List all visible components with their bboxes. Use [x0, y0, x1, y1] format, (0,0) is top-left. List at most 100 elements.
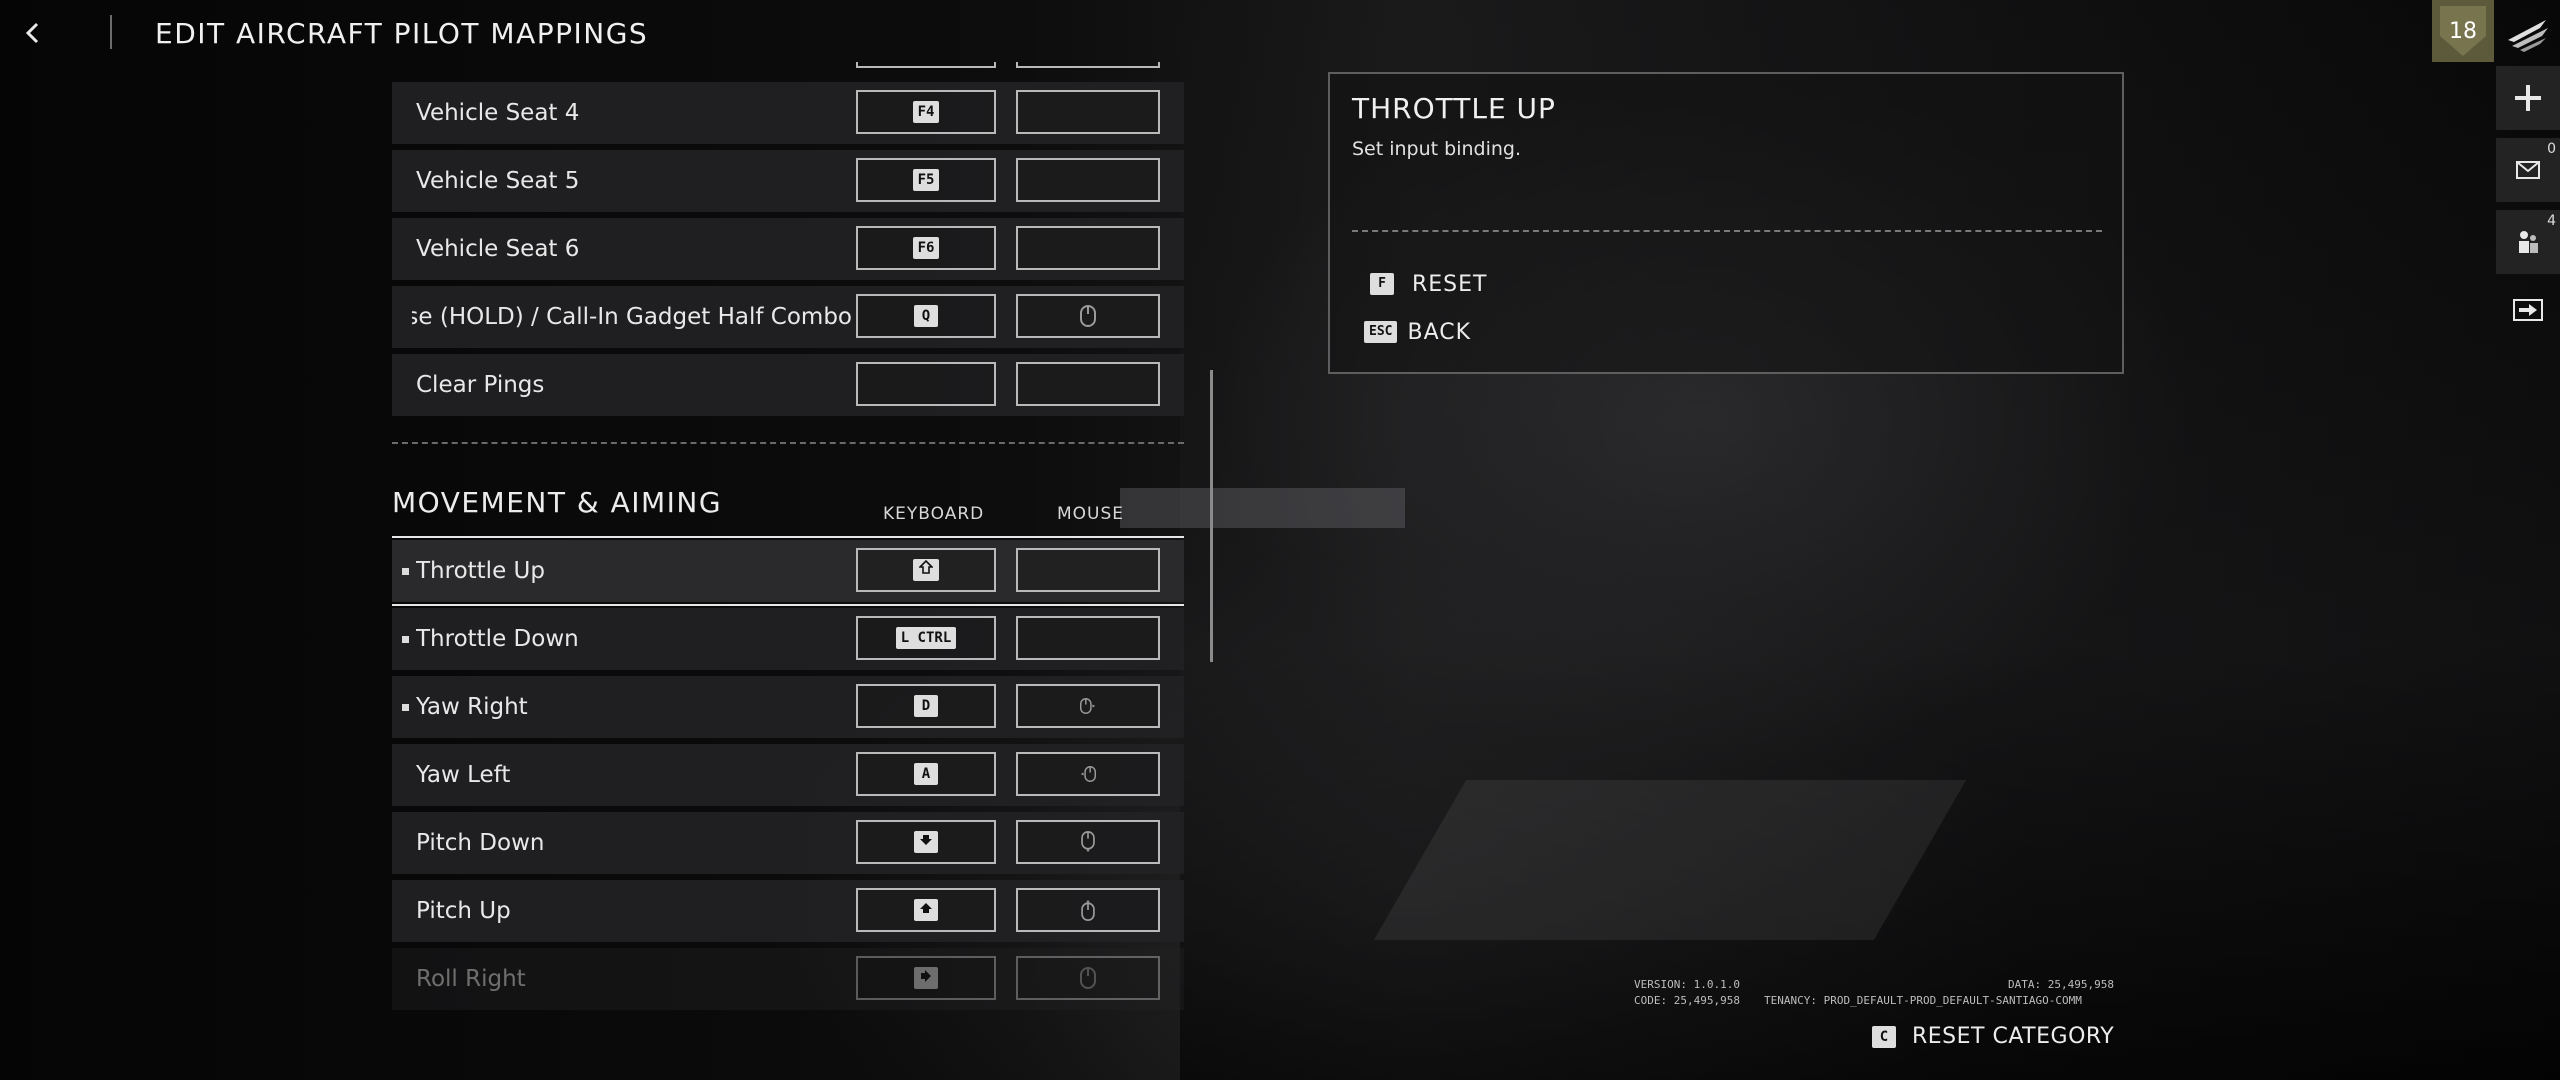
keycap: A	[914, 763, 938, 785]
keyboard-slot[interactable]: D	[856, 684, 996, 728]
mapping-row-vehicle-seat-5[interactable]: Vehicle Seat 5 F5	[392, 150, 1184, 212]
mapping-row-vehicle-seat-4[interactable]: Vehicle Seat 4 F4	[392, 82, 1184, 144]
keycap: L CTRL	[895, 627, 957, 649]
section-title: MOVEMENT & AIMING	[392, 486, 723, 519]
row-label: Close (HOLD) / Call-In Gadget Half Combo	[412, 286, 1184, 348]
right-rail: 0 4	[2496, 66, 2560, 346]
version-line-1: VERSION: 1.0.1.0 DATA: 25,495,958	[1634, 978, 2114, 994]
mapping-row-call-in-gadget[interactable]: Close (HOLD) / Call-In Gadget Half Combo…	[392, 286, 1184, 348]
keyboard-slot[interactable]	[856, 956, 996, 1000]
reset-category-button[interactable]: C RESET CATEGORY	[1872, 1024, 2114, 1049]
mouse-up-icon	[1081, 899, 1095, 921]
keyboard-slot[interactable]: A	[856, 752, 996, 796]
mouse-slot[interactable]	[1016, 158, 1160, 202]
reset-category-keycap: C	[1872, 1025, 1896, 1048]
row-label: Vehicle Seat 6	[416, 236, 580, 262]
mouse-slot[interactable]	[1016, 684, 1160, 728]
partial-mouse-slot[interactable]	[1016, 62, 1160, 68]
squad-button[interactable]: 4	[2496, 210, 2560, 274]
keyboard-slot[interactable]	[856, 548, 996, 592]
mapping-row-pitch-up[interactable]: Pitch Up	[392, 880, 1184, 942]
info-divider	[1352, 230, 2102, 232]
mouse-slot[interactable]	[1016, 90, 1160, 134]
unsaved-dot	[402, 704, 409, 711]
plus-icon	[2515, 85, 2541, 111]
arrow-up-icon	[920, 903, 932, 913]
keycap: Q	[914, 305, 938, 327]
keycap: F4	[912, 101, 940, 123]
mouse-slot[interactable]	[1016, 820, 1160, 864]
game-logo	[2500, 6, 2554, 60]
top-bar: EDIT AIRCRAFT PILOT MAPPINGS 18	[0, 0, 2560, 66]
row-label: Throttle Down	[416, 626, 579, 652]
logo-icon	[2508, 20, 2548, 52]
mapping-row-throttle-down[interactable]: Throttle Down L CTRL	[392, 608, 1184, 670]
row-label: Yaw Right	[416, 694, 528, 720]
row-label: Clear Pings	[416, 372, 545, 398]
code-text: CODE: 25,495,958	[1634, 994, 1740, 1007]
arrow-right-keycap	[914, 967, 938, 989]
squad-icon	[2519, 231, 2538, 253]
mapping-row-roll-right[interactable]: Roll Right	[392, 948, 1184, 1010]
keyboard-slot[interactable]: F6	[856, 226, 996, 270]
back-button[interactable]	[18, 18, 48, 48]
unsaved-dot	[402, 568, 409, 575]
binding-info-panel: THROTTLE UP Set input binding. F RESET E…	[1328, 72, 2124, 374]
back-action-button[interactable]: ESC BACK	[1364, 316, 1471, 348]
reset-category-label: RESET CATEGORY	[1912, 1024, 2115, 1049]
inbox-count: 0	[2547, 141, 2556, 157]
keyboard-slot[interactable]: Q	[856, 294, 996, 338]
list-scrollbar[interactable]	[1210, 370, 1213, 662]
top-divider	[110, 15, 112, 49]
row-label: Roll Right	[416, 966, 526, 992]
add-button[interactable]	[2496, 66, 2560, 130]
mouse-slot[interactable]	[1016, 294, 1160, 338]
section-divider	[392, 442, 1184, 444]
mouse-slot[interactable]	[1016, 362, 1160, 406]
arrow-up-keycap	[914, 899, 938, 921]
squad-count: 4	[2547, 213, 2556, 229]
mapping-row-yaw-right[interactable]: Yaw Right D	[392, 676, 1184, 738]
mapping-row-pitch-down[interactable]: Pitch Down	[392, 812, 1184, 874]
mouse-slot[interactable]	[1016, 616, 1160, 660]
info-title: THROTTLE UP	[1352, 92, 1556, 125]
mapping-list: Vehicle Seat 4 F4 Vehicle Seat 5 F5 Vehi…	[392, 62, 1184, 1010]
keyboard-slot[interactable]: F5	[856, 158, 996, 202]
keyboard-slot[interactable]	[856, 362, 996, 406]
exit-arrow-icon	[2513, 299, 2543, 321]
rank-badge[interactable]: 18	[2432, 0, 2494, 62]
mouse-icon	[1080, 967, 1096, 989]
reset-label: RESET	[1412, 271, 1488, 297]
inbox-button[interactable]: 0	[2496, 138, 2560, 202]
reset-button[interactable]: F RESET	[1370, 268, 1488, 300]
mouse-left-icon	[1080, 766, 1096, 782]
version-line-2: CODE: 25,495,958 TENANCY: PROD_DEFAULT-P…	[1634, 994, 2114, 1010]
mouse-down-icon	[1081, 831, 1095, 853]
mapping-row-throttle-up[interactable]: Throttle Up	[392, 536, 1184, 606]
version-info: VERSION: 1.0.1.0 DATA: 25,495,958 CODE: …	[1634, 978, 2114, 1010]
mouse-slot[interactable]	[1016, 956, 1160, 1000]
keyboard-slot[interactable]	[856, 820, 996, 864]
mapping-row-yaw-left[interactable]: Yaw Left A	[392, 744, 1184, 806]
mouse-slot[interactable]	[1016, 752, 1160, 796]
mapping-row-clear-pings[interactable]: Clear Pings	[392, 354, 1184, 416]
tenancy-text: TENANCY: PROD_DEFAULT-PROD_DEFAULT-SANTI…	[1764, 994, 2082, 1007]
info-description: Set input binding.	[1352, 138, 1522, 160]
keyboard-slot[interactable]: F4	[856, 90, 996, 134]
keyboard-slot[interactable]: L CTRL	[856, 616, 996, 660]
rank-number: 18	[2449, 18, 2477, 44]
mouse-icon	[1080, 305, 1096, 327]
partial-keyboard-slot[interactable]	[856, 62, 996, 68]
data-text: DATA: 25,495,958	[2008, 978, 2114, 991]
exit-button[interactable]	[2496, 282, 2560, 338]
mouse-slot[interactable]	[1016, 888, 1160, 932]
row-label: Yaw Left	[416, 762, 511, 788]
mouse-slot[interactable]	[1016, 548, 1160, 592]
back-keycap: ESC	[1364, 321, 1398, 343]
mapping-row-vehicle-seat-6[interactable]: Vehicle Seat 6 F6	[392, 218, 1184, 280]
mail-icon	[2516, 161, 2540, 179]
arrow-down-icon	[920, 835, 932, 845]
keyboard-slot[interactable]	[856, 888, 996, 932]
mouse-slot[interactable]	[1016, 226, 1160, 270]
mouse-right-icon	[1080, 698, 1096, 714]
